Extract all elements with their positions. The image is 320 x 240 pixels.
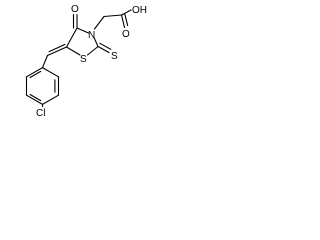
bond-thione-2 <box>99 42 112 50</box>
nitrogen-atom-label: N <box>88 30 95 41</box>
bond-c5-s1 <box>65 46 81 56</box>
bond-exocyclic-double-1 <box>46 46 68 57</box>
bond-c-oh <box>120 9 132 16</box>
acid-oxygen-atom-label: O <box>122 29 130 40</box>
bond-n-ch2 <box>93 15 105 30</box>
bond-ring-4 <box>25 94 44 105</box>
ketone-oxygen-atom-label: O <box>71 4 79 15</box>
bond-thione-1 <box>97 45 110 54</box>
bond-acid-carbonyl-2 <box>124 13 129 27</box>
bond-ring-inner-2 <box>29 93 42 102</box>
bond-ring-1 <box>41 67 60 78</box>
ring-sulfur-atom-label: S <box>80 54 87 65</box>
thione-sulfur-atom-label: S <box>111 51 118 62</box>
bond-exocyclic-double-2 <box>48 43 66 53</box>
bond-ch2-cooh <box>103 14 123 18</box>
benzene-ring <box>25 67 60 105</box>
chlorine-atom-label: Cl <box>36 108 45 117</box>
bond-ring-inner-3 <box>29 70 42 79</box>
bond-n3-c4 <box>76 27 90 34</box>
bond-ring-to-ch <box>41 54 49 69</box>
bond-ring-6 <box>25 67 44 78</box>
bond-c4-c5 <box>65 27 78 48</box>
thiazolidine-ring <box>65 27 99 56</box>
bond-c2-n3 <box>93 36 99 48</box>
bond-ring-3 <box>41 94 60 105</box>
bond-s1-c2 <box>86 45 99 56</box>
bond-acid-carbonyl-1 <box>120 14 126 29</box>
hydroxyl-atom-label: OH <box>132 5 147 16</box>
chemical-structure-diagram: Cl S N S O OH O <box>25 4 147 117</box>
